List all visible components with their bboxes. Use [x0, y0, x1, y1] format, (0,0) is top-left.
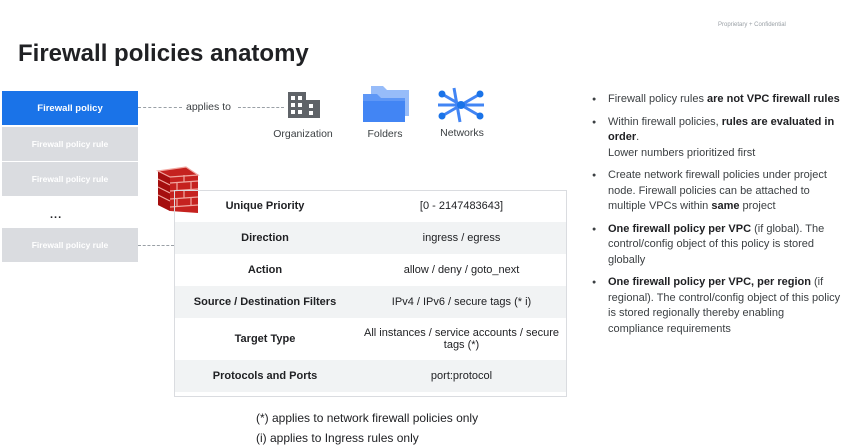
list-item: Firewall policy rules are not VPC firewa… — [592, 92, 842, 108]
list-item: One firewall policy per VPC (if global).… — [592, 222, 842, 269]
table-key: Direction — [174, 222, 356, 254]
applies-to-label: applies to — [186, 101, 231, 113]
table-row: Target Type All instances / service acco… — [174, 318, 567, 360]
applies-connector-left — [138, 107, 182, 108]
firewall-policy-box: Firewall policy — [2, 91, 138, 125]
organization-label: Organization — [273, 128, 333, 140]
firewall-rule-label-last: Firewall policy rule — [31, 240, 109, 250]
firewall-rule-label-1: Firewall policy rule — [31, 139, 109, 149]
table-value: ingress / egress — [356, 222, 567, 254]
table-value: IPv4 / IPv6 / secure tags (* i) — [356, 286, 567, 318]
confidential-label: Proprietary + Confidential — [718, 22, 786, 28]
table-value: All instances / service accounts / secur… — [363, 327, 560, 351]
building-icon — [288, 92, 320, 118]
folders-icon — [363, 86, 409, 122]
table-key: Target Type — [234, 333, 296, 345]
page-title: Firewall policies anatomy — [18, 40, 309, 67]
ellipsis: ... — [50, 209, 63, 221]
table-value: [0 - 2147483643] — [419, 200, 504, 212]
list-item: One firewall policy per VPC, per region … — [592, 275, 842, 337]
networks-icon — [438, 87, 484, 123]
rule-attributes-table: Unique Priority [0 - 2147483643] Directi… — [174, 190, 567, 392]
table-row: Action allow / deny / goto_next — [174, 254, 567, 286]
table-value: allow / deny / goto_next — [403, 264, 520, 276]
table-row: Unique Priority [0 - 2147483643] — [174, 190, 567, 222]
firewall-policy-label: Firewall policy — [37, 102, 103, 114]
table-key: Action — [247, 264, 283, 276]
table-row: Protocols and Ports port:protocol — [174, 360, 567, 392]
list-item: Create network firewall policies under p… — [592, 168, 842, 215]
table-key: Protocols and Ports — [174, 360, 356, 392]
table-key: Source / Destination Filters — [174, 286, 356, 318]
rule-connector — [138, 245, 174, 246]
folders-label: Folders — [367, 128, 403, 140]
table-row: Source / Destination Filters IPv4 / IPv6… — [174, 286, 567, 318]
firewall-rule-box-2: Firewall policy rule — [2, 162, 138, 196]
networks-label: Networks — [440, 127, 484, 139]
applies-connector-right — [238, 107, 284, 108]
table-row: Direction ingress / egress — [174, 222, 567, 254]
footnote-ingress: (i) applies to Ingress rules only — [256, 431, 419, 445]
table-key: Unique Priority — [225, 200, 305, 212]
footnote-network: (*) applies to network firewall policies… — [256, 411, 479, 425]
firewall-rule-box-last: Firewall policy rule — [2, 228, 138, 262]
key-points-list: Firewall policy rules are not VPC firewa… — [592, 92, 842, 344]
firewall-rule-box-1: Firewall policy rule — [2, 127, 138, 161]
table-value: port:protocol — [356, 360, 567, 392]
list-item: Within firewall policies, rules are eval… — [592, 115, 842, 162]
firewall-rule-label-2: Firewall policy rule — [31, 174, 109, 184]
